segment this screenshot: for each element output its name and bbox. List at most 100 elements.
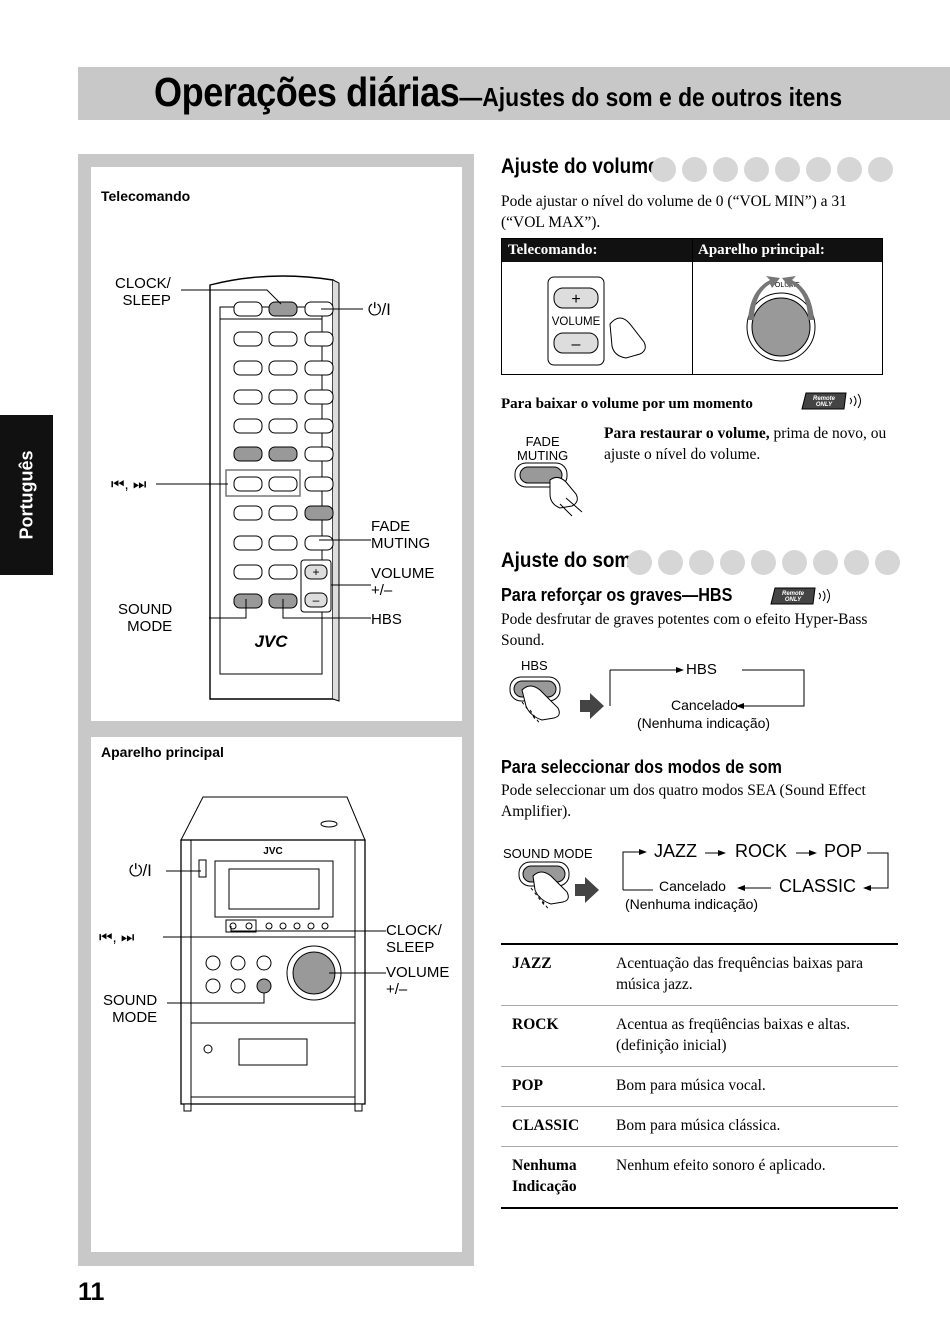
- page-title-main: Operações diárias: [154, 69, 460, 115]
- unit-box-title: Aparelho principal: [101, 744, 224, 760]
- remote-volume-button-label: VOLUME: [552, 316, 601, 328]
- remote-skip-label: ⏮, ⏭: [111, 476, 147, 493]
- remote-buttons: [233, 301, 334, 609]
- unit-sound-mode-label: SOUND MODE: [103, 992, 158, 1026]
- cycle-jazz: JAZZ: [654, 841, 697, 861]
- remote-fade-muting-label: FADE MUTING: [371, 518, 431, 552]
- volume-text: Pode ajustar o nível do volume de 0 (“VO…: [501, 193, 847, 231]
- svg-text:+: +: [571, 291, 580, 308]
- svg-text:ONLY: ONLY: [785, 597, 802, 603]
- remote-button: [233, 418, 263, 434]
- remote-button: [268, 446, 298, 462]
- mode-name: CLASSIC: [501, 1106, 605, 1147]
- remote-illustration: + – JVC: [156, 275, 371, 702]
- cycle-pop: POP: [824, 841, 863, 861]
- remote-button: [268, 535, 298, 551]
- remote-button: [233, 535, 263, 551]
- remote-hbs-label: HBS: [371, 611, 402, 628]
- mute-heading: Para baixar o volume por um momento: [501, 396, 753, 412]
- svg-text:–: –: [313, 593, 320, 607]
- hbs-text: Pode desfrutar de graves potentes com o …: [501, 611, 868, 649]
- remote-sound-mode-label: SOUND MODE: [118, 601, 173, 635]
- remote-button: [268, 564, 298, 580]
- remote-button: [268, 505, 298, 521]
- sound-mode-button-label: SOUND MODE: [503, 846, 593, 861]
- remote-button: [304, 331, 334, 347]
- remote-volume-label: VOLUME +/–: [371, 565, 435, 599]
- volume-heading: Ajuste do volume: [501, 155, 659, 178]
- mode-name: ROCK: [501, 1005, 605, 1067]
- volume-table-header-remote: Telecomando:: [502, 239, 692, 262]
- header-banner: Operações diárias—Ajustes do som e de ou…: [78, 67, 950, 120]
- remote-brand: JVC: [254, 632, 288, 651]
- remote-power-label: ⏻/I: [368, 300, 391, 319]
- remote-button: [304, 418, 334, 434]
- language-tab-label: Português: [16, 450, 36, 540]
- mode-description: Acentuação das frequências baixas para m…: [605, 943, 898, 1006]
- remote-button: [233, 446, 263, 462]
- page-number: 11: [78, 1278, 105, 1306]
- restore-bold: Para restaurar o volume,: [604, 425, 770, 442]
- mode-description: Bom para música clássica.: [605, 1106, 898, 1147]
- hbs-button-label: HBS: [521, 658, 548, 673]
- sound-heading-dots: [627, 550, 900, 575]
- mode-description: Acentua as freqüências baixas e altas. (…: [605, 1005, 898, 1067]
- remote-button: [233, 331, 263, 347]
- unit-volume-label: VOLUME +/–: [386, 964, 450, 998]
- hbs-off-note: (Nenhuma indicação): [637, 715, 771, 731]
- svg-text:Remote: Remote: [782, 591, 805, 597]
- volume-table-illustrations: + – VOLUME VOLUME: [547, 276, 816, 366]
- sound-mode-diagram: [518, 849, 889, 911]
- mode-name: JAZZ: [501, 943, 605, 1006]
- mode-name: Nenhuma Indicação: [501, 1146, 605, 1209]
- restore-rest: prima de novo, ou ajuste o nível do volu…: [604, 425, 887, 463]
- volume-controls-table: Telecomando: Aparelho principal: + – VOL…: [501, 238, 883, 375]
- remote-only-badge-2: Remote ONLY: [770, 587, 830, 605]
- left-panel: Telecomando + – JVC CLOCK/ S: [78, 154, 474, 1266]
- remote-button: [268, 360, 298, 376]
- remote-clock-sleep-label: CLOCK/ SLEEP: [115, 275, 171, 309]
- hbs-off-label: Cancelado: [671, 697, 738, 713]
- remote-button: [268, 331, 298, 347]
- volume-heading-dots: [651, 157, 893, 182]
- remote-button: [233, 564, 263, 580]
- remote-button: [233, 505, 263, 521]
- page-title: Operações diárias—Ajustes do som e de ou…: [154, 69, 842, 116]
- remote-only-badge-1: Remote ONLY: [801, 392, 861, 410]
- mode-description: Nenhum efeito sonoro é aplicado.: [605, 1146, 898, 1209]
- page-title-sub: —Ajustes do som e de outros itens: [459, 82, 843, 112]
- remote-button: [304, 446, 334, 462]
- remote-box: Telecomando + – JVC CLOCK/ S: [91, 167, 462, 721]
- remote-button: [268, 476, 298, 492]
- remote-button: [304, 476, 334, 492]
- mode-name: POP: [501, 1066, 605, 1107]
- remote-button: [304, 505, 334, 521]
- remote-button: [268, 301, 298, 317]
- sound-mode-text: Pode seleccionar um dos quatro modos SEA…: [501, 782, 866, 820]
- remote-button: [233, 389, 263, 405]
- hbs-heading: Para reforçar os graves—HBS: [501, 585, 733, 605]
- svg-text:–: –: [572, 336, 581, 353]
- unit-brand: JVC: [263, 846, 282, 857]
- remote-button: [304, 535, 334, 551]
- unit-clock-sleep-label: CLOCK/ SLEEP: [386, 922, 442, 956]
- fade-muting-button-illustration: [514, 462, 583, 517]
- unit-skip-label: ⏮, ⏭: [99, 929, 135, 946]
- remote-button: [304, 360, 334, 376]
- unit-power-label: ⏻/I: [129, 861, 152, 880]
- hbs-diagram: [509, 667, 805, 725]
- remote-button: [233, 476, 263, 492]
- remote-button: [304, 389, 334, 405]
- language-tab: Português: [0, 415, 53, 575]
- cycle-rock: ROCK: [735, 841, 788, 861]
- mode-description: Bom para música vocal.: [605, 1066, 898, 1107]
- remote-button: [233, 360, 263, 376]
- svg-text:Remote: Remote: [813, 396, 836, 402]
- fade-muting-button-label: FADE MUTING: [517, 434, 569, 463]
